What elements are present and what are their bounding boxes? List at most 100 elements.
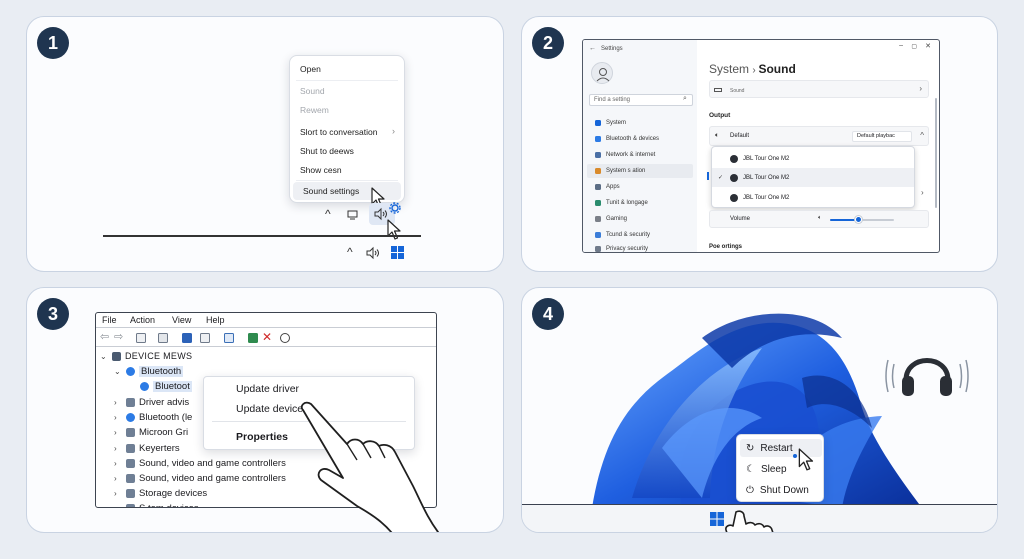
sidebar-item-privacy[interactable]: Privacy security: [587, 242, 693, 252]
user-icon: [596, 68, 610, 82]
monitor-icon[interactable]: [224, 333, 234, 343]
scrollbar[interactable]: [935, 98, 937, 208]
sidebar-item-apps[interactable]: Apps: [587, 180, 693, 194]
top-setting-card[interactable]: Sound ›: [709, 80, 929, 98]
avatar[interactable]: [591, 62, 613, 84]
view-icon[interactable]: [200, 333, 210, 343]
chevron-right-icon[interactable]: ›: [114, 458, 117, 468]
chevron-right-icon[interactable]: ›: [114, 488, 117, 498]
menu-view[interactable]: View: [172, 315, 192, 325]
device-icon: [126, 458, 135, 468]
tree-row[interactable]: › S tem devices: [114, 501, 199, 508]
output-dropdown[interactable]: Default playbac: [852, 131, 912, 142]
device-icon: [126, 503, 135, 507]
back-arrow-icon[interactable]: ←: [589, 45, 596, 52]
device-list-popup: JBL Tour One M2 ✓ JBL Tour One M2 JBL To…: [711, 146, 915, 208]
menu-item-show-cesn[interactable]: Show cesn: [300, 165, 342, 175]
menu-item-rewem[interactable]: Rewem: [300, 105, 329, 115]
menu-item-properties[interactable]: Properties: [236, 431, 288, 443]
device-icon: [140, 381, 149, 391]
device-icon: [126, 427, 135, 437]
close-button[interactable]: ✕: [925, 43, 931, 50]
tree-row[interactable]: › Keyerters: [114, 441, 180, 455]
search-box[interactable]: Find a setting: [589, 94, 693, 106]
output-label: Output: [709, 112, 731, 119]
chevron-up-icon[interactable]: ^: [325, 207, 331, 221]
volume-slider-track[interactable]: [830, 219, 894, 221]
windows-start-icon[interactable]: [710, 512, 724, 526]
chevron-right-icon[interactable]: ›: [114, 443, 117, 453]
chevron-right-icon[interactable]: ›: [114, 427, 117, 437]
tree-row[interactable]: ›Driver advis: [114, 395, 189, 409]
windows-start-icon[interactable]: [391, 246, 404, 259]
chevron-right-icon[interactable]: ›: [114, 412, 117, 422]
sidebar-item-personalisation[interactable]: System s ation: [587, 164, 693, 178]
sidebar-item-gaming[interactable]: Gaming: [587, 212, 693, 226]
chevron-down-icon[interactable]: ⌄: [100, 351, 107, 361]
tree-row-label: Storage devices: [139, 487, 208, 499]
step-badge: 1: [37, 27, 69, 59]
tree-row-label: Keyerters: [139, 442, 180, 454]
menu-item-sound[interactable]: Sound: [300, 86, 325, 96]
tree-row[interactable]: › Microon Gri: [114, 425, 188, 439]
show-hidden-icon[interactable]: [158, 333, 168, 343]
forward-arrow-icon[interactable]: ⇨: [114, 331, 124, 343]
minimize-button[interactable]: –: [899, 42, 903, 49]
device-option-selected[interactable]: ✓ JBL Tour One M2: [712, 168, 914, 187]
chevron-up-icon[interactable]: ^: [920, 131, 924, 140]
menu-item-open[interactable]: Open: [300, 64, 321, 74]
window-title: Settings: [601, 46, 623, 52]
tree-row[interactable]: ›Sound, video and game controllers: [114, 456, 286, 470]
power-menu-sleep[interactable]: ☾ Sleep: [746, 463, 787, 475]
menu-divider: [296, 80, 398, 81]
tree-row[interactable]: › Storage devices: [114, 486, 207, 500]
network-icon[interactable]: [347, 210, 359, 220]
tree-row[interactable]: ›Sound, video and game controllers: [114, 471, 286, 485]
uninstall-icon[interactable]: ✕: [262, 330, 273, 344]
sidebar-item-bluetooth[interactable]: Bluetooth & devices: [587, 132, 693, 146]
breadcrumb-parent[interactable]: System: [709, 62, 750, 76]
device-option[interactable]: JBL Tour One M2: [712, 188, 914, 207]
gear-icon[interactable]: [389, 202, 401, 214]
chevron-up-icon[interactable]: ^: [347, 245, 353, 259]
device-option[interactable]: JBL Tour One M2: [712, 149, 914, 168]
sidebar-item-network[interactable]: Network & internet: [587, 148, 693, 162]
menu-file[interactable]: File: [102, 315, 117, 325]
volume-icon[interactable]: [373, 207, 389, 221]
menu-help[interactable]: Help: [206, 315, 225, 325]
help-icon[interactable]: [182, 333, 192, 343]
output-device-card[interactable]: 🔈︎ Default Default playbac ^: [709, 126, 929, 146]
selection-indicator: [707, 172, 709, 180]
maximize-button[interactable]: ▢: [911, 44, 917, 50]
tree-row[interactable]: ⌄DEVICE MEWS: [100, 349, 192, 363]
update-driver-icon[interactable]: [248, 333, 258, 343]
headphones-icon: [730, 173, 738, 182]
tree-row[interactable]: ›Bluetooth (le: [114, 410, 192, 424]
chevron-right-icon: ›: [919, 84, 922, 93]
tree-row-label: Microon Gri: [139, 426, 189, 438]
chevron-down-icon[interactable]: ⌄: [114, 366, 121, 376]
chevron-right-icon[interactable]: ›: [114, 473, 117, 483]
tree-row-label: S tem devices: [139, 502, 199, 508]
menu-item-update-device[interactable]: Update device: [236, 403, 304, 415]
volume-slider-thumb[interactable]: [855, 216, 862, 223]
back-arrow-icon[interactable]: ⇦: [100, 331, 110, 343]
menu-action[interactable]: Action: [130, 315, 156, 325]
properties-icon[interactable]: [136, 333, 146, 343]
volume-icon[interactable]: [365, 246, 381, 260]
headphones-icon: [885, 358, 969, 396]
tree-row[interactable]: ⌄Bluetooth: [114, 364, 184, 378]
tree-row-label: Bluetoot: [153, 380, 192, 392]
scan-icon[interactable]: [280, 333, 290, 343]
menu-item-slort-to-conversation[interactable]: Slort to conversation: [300, 127, 378, 137]
menu-item-shut-to-deews[interactable]: Shut to deews: [300, 146, 354, 156]
tree-row[interactable]: Bluetoot: [128, 379, 192, 393]
sidebar-item-time-language[interactable]: Tunit & longage: [587, 196, 693, 210]
sidebar-item-accessibility[interactable]: Tcund & security: [587, 228, 693, 242]
sidebar-item-system[interactable]: System: [587, 116, 693, 130]
device-icon: [112, 351, 121, 361]
chevron-right-icon[interactable]: ›: [114, 397, 117, 407]
power-menu-shutdown[interactable]: ⏻ Shut Down: [746, 484, 809, 496]
menu-item-update-driver[interactable]: Update driver: [236, 383, 300, 395]
chevron-right-icon[interactable]: ›: [114, 503, 117, 508]
